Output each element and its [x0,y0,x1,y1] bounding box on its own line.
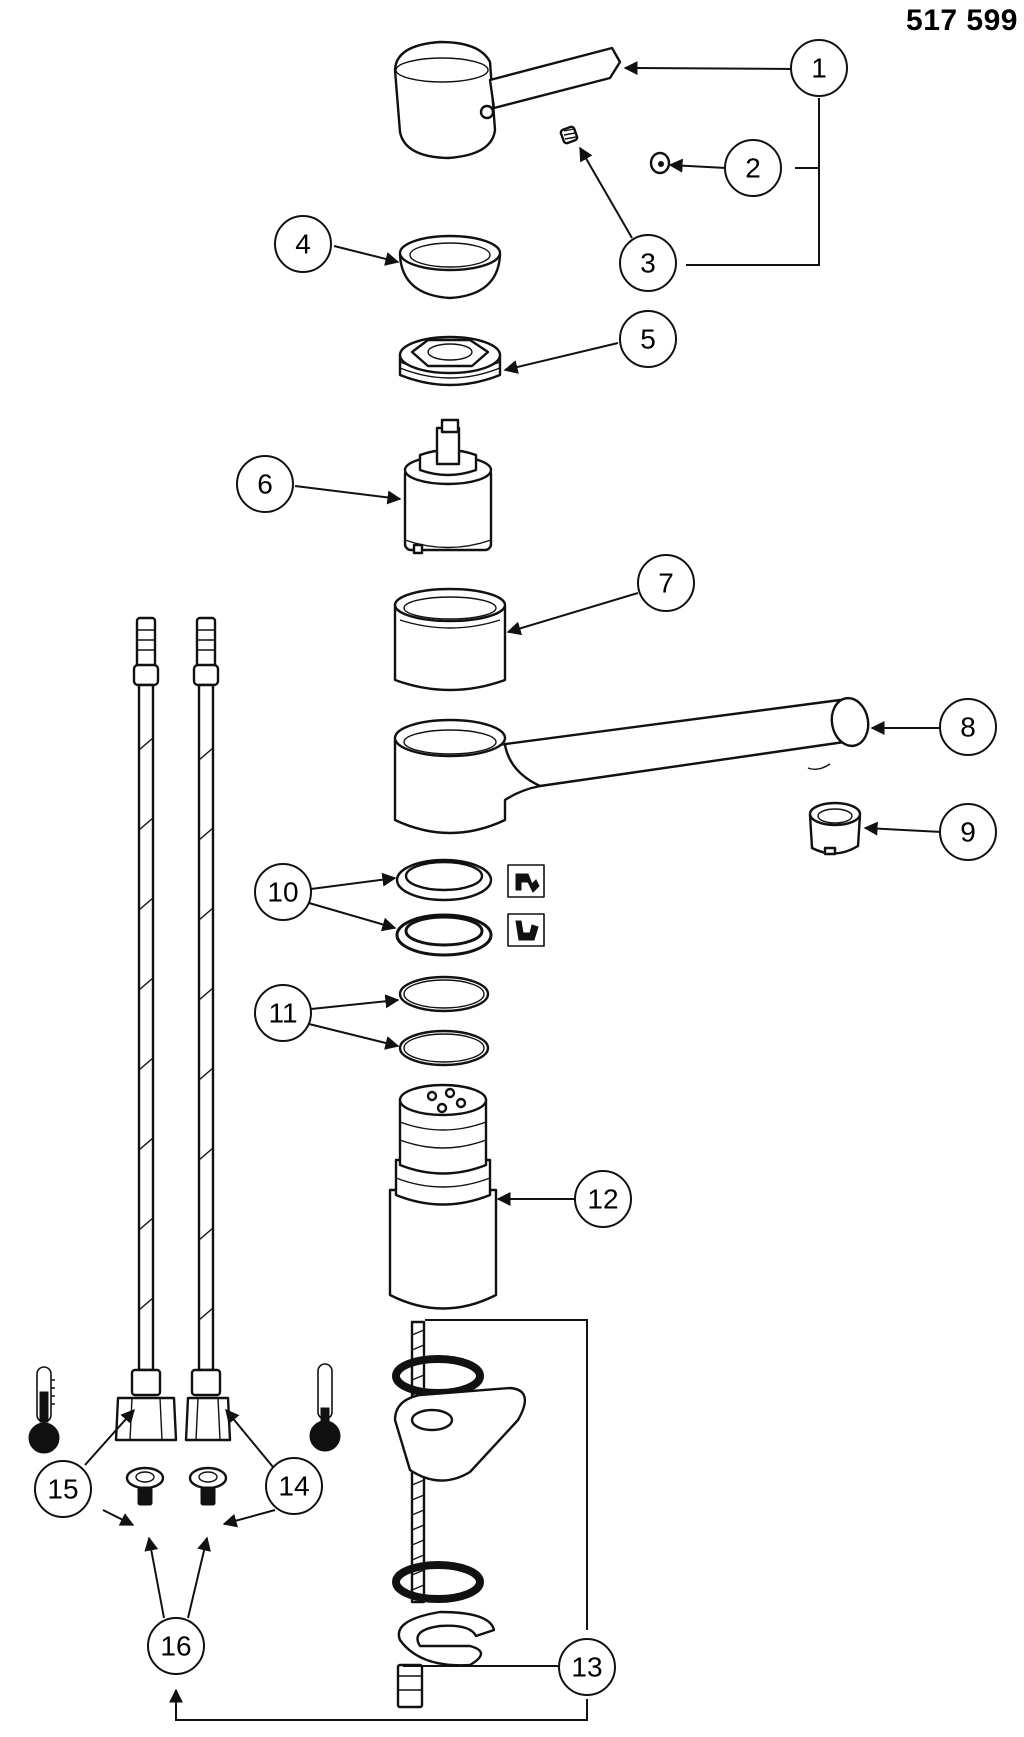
part-threaded-nut [398,335,502,387]
svg-text:4: 4 [295,229,311,260]
part-lever-handle [393,40,622,160]
part-o-rings [398,975,490,1067]
svg-text:2: 2 [745,153,761,184]
callout-9: 9 [939,803,997,861]
callout-8: 8 [939,698,997,756]
part-hose-cold [114,616,178,1442]
callout-7: 7 [637,554,695,612]
thermometer-icon [309,1363,341,1452]
svg-text:5: 5 [640,324,656,355]
seal-profile-b-icon [507,913,545,947]
svg-text:13: 13 [571,1652,602,1683]
callout-4: 4 [274,215,332,273]
part-aerator [808,801,862,856]
svg-text:12: 12 [587,1184,618,1215]
svg-text:3: 3 [640,248,656,279]
part-filter-washers [125,1466,228,1506]
svg-text:16: 16 [160,1631,191,1662]
document-number: 517 599 [906,4,1018,37]
svg-text:8: 8 [960,712,976,743]
callout-16: 16 [147,1617,205,1675]
leader-lines [84,61,943,1721]
callout-14: 14 [265,1457,323,1515]
part-cartridge [403,418,493,555]
callout-15: 15 [34,1460,92,1518]
callout-12: 12 [574,1170,632,1228]
part-grub-screw [559,125,579,145]
callout-10: 10 [254,863,312,921]
callout-13: 13 [558,1638,616,1696]
svg-text:14: 14 [278,1471,309,1502]
svg-text:1: 1 [811,53,827,84]
part-valve-body [388,1083,498,1310]
part-dome-cover [398,234,502,300]
callout-6: 6 [236,455,294,513]
seal-profile-a-icon [507,864,545,898]
svg-text:11: 11 [268,998,297,1029]
part-seal-rings [395,858,493,957]
callout-5: 5 [619,310,677,368]
callout-11: 11 [254,984,312,1042]
part-cap-plug [649,151,671,175]
thermometer-icon [28,1366,60,1454]
part-spout-body [393,696,870,835]
callout-3: 3 [619,234,677,292]
part-mounting-kit [392,1320,527,1709]
part-sleeve [393,587,507,692]
svg-text:9: 9 [960,817,976,848]
callout-1: 1 [790,39,848,97]
svg-text:6: 6 [257,469,273,500]
part-hose-hot [184,616,232,1442]
svg-text:7: 7 [658,568,674,599]
svg-text:10: 10 [267,877,298,908]
callout-2: 2 [724,139,782,197]
svg-text:15: 15 [47,1474,78,1505]
